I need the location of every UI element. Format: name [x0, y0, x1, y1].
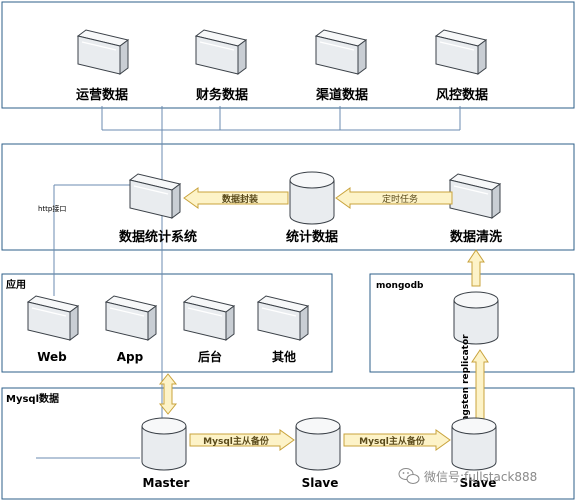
stats-data-label: 统计数据 — [286, 229, 338, 245]
panel-mysql — [1, 387, 575, 500]
encapsulate-arrow-label: 数据封装 — [222, 193, 259, 205]
backup-arrow-2 — [343, 429, 451, 451]
box-icon — [315, 29, 367, 75]
scheduled-task-arrow-label: 定时任务 — [382, 193, 418, 205]
http-interface-label: http接口 — [38, 204, 66, 213]
app-node-web-label: Web — [37, 350, 67, 364]
encapsulate-arrow — [183, 187, 289, 209]
node-risk-data-label: 风控数据 — [436, 87, 488, 103]
app-node-app-label: App — [117, 350, 144, 364]
backup-arrow-1 — [189, 429, 295, 451]
scheduled-task-arrow — [335, 187, 453, 209]
replication-label: Tungsten replicator — [461, 334, 471, 434]
stats-system-label: 数据统计系统 — [119, 229, 197, 245]
replication-arrow — [471, 349, 489, 421]
backend-box-icon — [183, 295, 235, 341]
slave2-label: Slave — [460, 476, 497, 490]
app-node-backend-label: 后台 — [198, 349, 222, 364]
data-cleaning-label: 数据清洗 — [450, 229, 502, 245]
slave2-database-icon — [451, 417, 497, 471]
watermark-text: 微信号:fullstack888 — [424, 470, 537, 484]
wechat-icon — [398, 468, 420, 484]
panel-statistics — [1, 143, 575, 251]
master-label: Master — [143, 476, 190, 490]
other-box-icon — [257, 295, 309, 341]
slave1-label: Slave — [302, 476, 339, 490]
backup-arrow-1-label: Mysql主从备份 — [203, 435, 270, 447]
box-icon — [195, 29, 247, 75]
apps-panel-title: 应用 — [6, 278, 26, 291]
panel-data-sources — [1, 1, 575, 109]
master-database-icon — [141, 417, 187, 471]
mongo-to-cleaning-arrow — [467, 249, 485, 287]
box-icon — [435, 29, 487, 75]
slave1-database-icon — [295, 417, 341, 471]
node-channel-data-label: 渠道数据 — [315, 87, 368, 103]
stats-system-box-icon — [129, 173, 181, 219]
panel-apps — [1, 273, 333, 373]
mysql-panel-title: Mysql数据 — [6, 392, 59, 405]
box-icon — [77, 29, 129, 75]
node-ops-data-label: 运营数据 — [76, 87, 128, 103]
app-node-other-label: 其他 — [272, 349, 296, 364]
cleaning-box-icon — [449, 173, 501, 219]
stats-database-icon — [289, 171, 335, 225]
node-finance-data-label: 财务数据 — [196, 87, 248, 103]
sync-double-arrow — [158, 373, 178, 415]
web-box-icon — [27, 295, 79, 341]
mongodb-panel-title: mongodb — [376, 281, 424, 291]
watermark: 微信号:fullstack888 — [398, 468, 537, 484]
app-box-icon — [105, 295, 157, 341]
backup-arrow-2-label: Mysql主从备份 — [359, 435, 426, 447]
